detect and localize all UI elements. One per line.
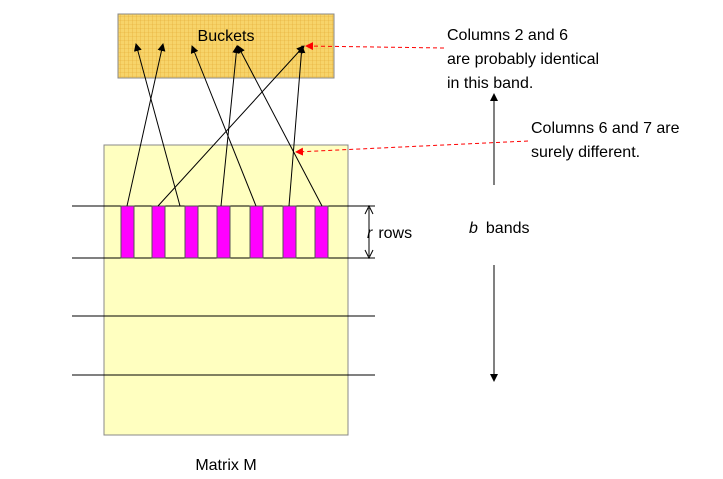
hash-arrow [133,43,181,207]
column-segment-1 [120,205,135,259]
annotation-line: surely different. [531,144,640,161]
column-segment-6 [282,205,297,259]
hash-arrows [126,43,323,207]
rows-word: rows [378,225,412,242]
rows-var: r [367,225,373,242]
identical-annotation: Columns 2 and 6 are probably identical i… [447,27,599,92]
bands-word: bands [486,220,530,237]
hash-arrow [288,45,306,207]
annotation-line: Columns 6 and 7 are [531,120,680,137]
hash-arrow [237,45,323,207]
column-segment-3 [184,205,199,259]
different-annotation: Columns 6 and 7 are surely different. [531,120,680,161]
rows-bracket-top [364,204,374,215]
annotation-line: Columns 2 and 6 [447,27,568,44]
hash-arrow [126,43,166,207]
annotation-line: in this band. [447,75,533,92]
hash-arrow [157,45,305,207]
annotation-line: are probably identical [447,51,599,68]
matrix-label: Matrix M [195,457,256,474]
column-segment-2 [151,205,166,259]
hash-arrow [220,45,241,207]
identical-callout-arrow [305,42,445,51]
hash-arrow [190,45,257,207]
rows-bracket-bottom [364,249,374,260]
column-segment-4 [216,205,231,259]
column-segment-5 [249,205,264,259]
bands-var: b [469,220,478,237]
buckets-label: Buckets [198,28,255,45]
matrix-box [103,144,349,436]
band-columns [120,205,329,259]
column-segment-7 [314,205,329,259]
different-callout-arrow [295,140,529,156]
